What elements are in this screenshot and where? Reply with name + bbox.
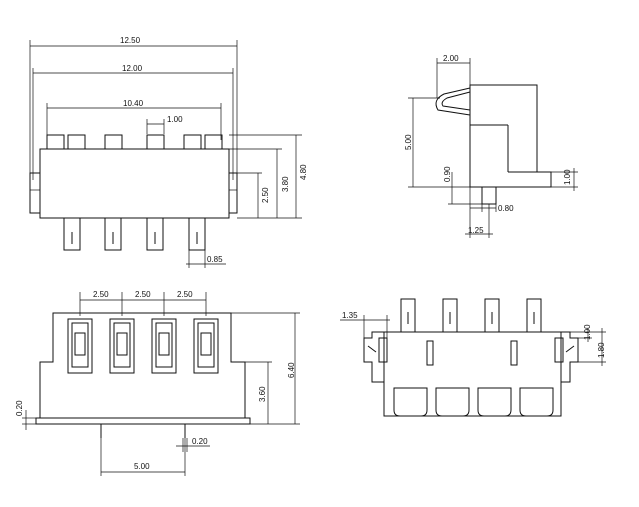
label-height-mid: 3.80 bbox=[281, 176, 290, 192]
label-pitch-2: 2.50 bbox=[135, 290, 151, 299]
dim-pin-spacing: 5.00 bbox=[100, 438, 186, 476]
label-bottom-left-offset: 1.35 bbox=[342, 311, 358, 320]
dim-bottom-left-offset: 1.35 bbox=[340, 311, 390, 338]
side-pin bbox=[481, 186, 497, 205]
label-top-width: 2.00 bbox=[443, 54, 459, 63]
bottom-feet bbox=[393, 387, 554, 417]
label-bottom-step-small: 1.00 bbox=[583, 324, 592, 340]
dim-step-height: 1.00 bbox=[551, 168, 578, 191]
front-pins bbox=[63, 217, 206, 251]
dim-side-height: 5.00 bbox=[404, 97, 470, 188]
label-height-total: 4.80 bbox=[299, 164, 308, 180]
dim-top-pin-width: 0.20 bbox=[176, 437, 210, 452]
dim-contact-span: 10.40 bbox=[46, 99, 222, 140]
label-top-pin-width: 0.20 bbox=[192, 437, 208, 446]
top-contacts bbox=[67, 318, 219, 374]
label-pin-offset: 1.25 bbox=[468, 226, 484, 235]
side-spring-contact bbox=[435, 87, 471, 116]
dim-pin-width: 0.85 bbox=[186, 250, 226, 268]
dim-top-height-body: 3.60 bbox=[245, 361, 272, 424]
dim-top-width: 2.00 bbox=[436, 54, 471, 98]
dim-height-total: 4.80 bbox=[229, 134, 308, 219]
dim-pitch: 2.50 2.50 2.50 bbox=[79, 290, 207, 316]
dim-bottom-steps: 1.00 1.80 bbox=[570, 324, 606, 366]
front-view: 12.50 12.00 10.40 1.00 bbox=[29, 36, 308, 268]
dim-top-left-offset: 0.20 bbox=[15, 400, 36, 430]
bottom-top-pins bbox=[400, 298, 542, 333]
dim-pin-offset: 1.25 bbox=[465, 187, 493, 238]
dim-body-width: 12.00 bbox=[32, 64, 234, 180]
label-pin-spacing: 5.00 bbox=[134, 462, 150, 471]
dim-pin-thickness: 0.80 bbox=[470, 204, 514, 213]
label-tab-width: 1.00 bbox=[167, 115, 183, 124]
top-view: 2.50 2.50 2.50 6. bbox=[15, 290, 300, 476]
label-pin-width: 0.85 bbox=[207, 255, 223, 264]
dim-overall-width: 12.50 bbox=[29, 36, 238, 180]
dim-height-low: 2.50 bbox=[237, 172, 270, 218]
dim-top-height-total: 6.40 bbox=[231, 312, 300, 425]
dim-pin-height: 0.90 bbox=[443, 166, 482, 205]
label-bottom-step-large: 1.80 bbox=[597, 342, 606, 358]
top-base-plate bbox=[35, 417, 251, 425]
label-pin-thickness: 0.80 bbox=[498, 204, 514, 213]
bottom-body bbox=[363, 331, 579, 417]
label-top-height-body: 3.60 bbox=[258, 386, 267, 402]
side-view: 2.00 5.00 0.90 1.00 bbox=[404, 54, 578, 238]
front-contact-tabs bbox=[46, 134, 223, 150]
label-overall-width: 12.50 bbox=[120, 36, 141, 45]
dim-tab-width: 1.00 bbox=[146, 115, 183, 134]
label-side-height: 5.00 bbox=[404, 134, 413, 150]
label-pitch-3: 2.50 bbox=[177, 290, 193, 299]
label-step-height: 1.00 bbox=[563, 169, 572, 185]
label-body-width: 12.00 bbox=[122, 64, 143, 73]
dim-height-mid: 3.80 bbox=[229, 148, 290, 218]
front-body bbox=[29, 148, 238, 219]
label-top-left-offset: 0.20 bbox=[15, 400, 24, 416]
label-pitch-1: 2.50 bbox=[93, 290, 109, 299]
bottom-view: 1.35 1.00 1.80 bbox=[340, 298, 606, 417]
label-top-height-total: 6.40 bbox=[287, 362, 296, 378]
label-height-low: 2.50 bbox=[261, 187, 270, 203]
label-contact-span: 10.40 bbox=[123, 99, 144, 108]
label-pin-height: 0.90 bbox=[443, 166, 452, 182]
